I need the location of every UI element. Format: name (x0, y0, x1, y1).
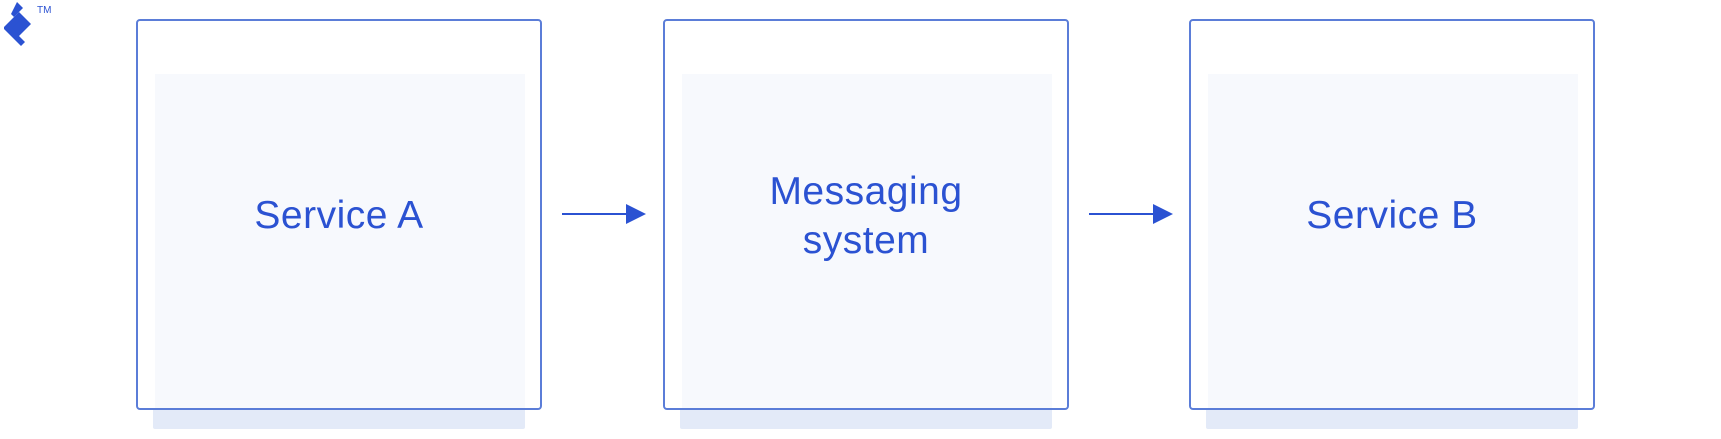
trademark-text: TM (37, 5, 51, 16)
toptal-logo-icon: TM (4, 2, 51, 46)
node-label-service-b: Service B (1306, 194, 1478, 237)
arrow-service-a-to-messaging (562, 204, 646, 224)
arrow-messaging-to-service-b (1089, 204, 1173, 224)
node-inner-panel (1208, 74, 1578, 408)
node-frame (136, 19, 542, 410)
node-messaging-system: Messaging system (663, 19, 1069, 429)
node-frame (1189, 19, 1595, 410)
node-label-service-a: Service A (254, 194, 424, 237)
node-service-b: Service B (1189, 19, 1595, 429)
node-label-messaging-system: Messaging system (769, 169, 963, 262)
node-inner-panel (155, 74, 525, 408)
node-inner-panel (682, 74, 1052, 408)
node-service-a: Service A (136, 19, 542, 429)
node-frame (663, 19, 1069, 410)
